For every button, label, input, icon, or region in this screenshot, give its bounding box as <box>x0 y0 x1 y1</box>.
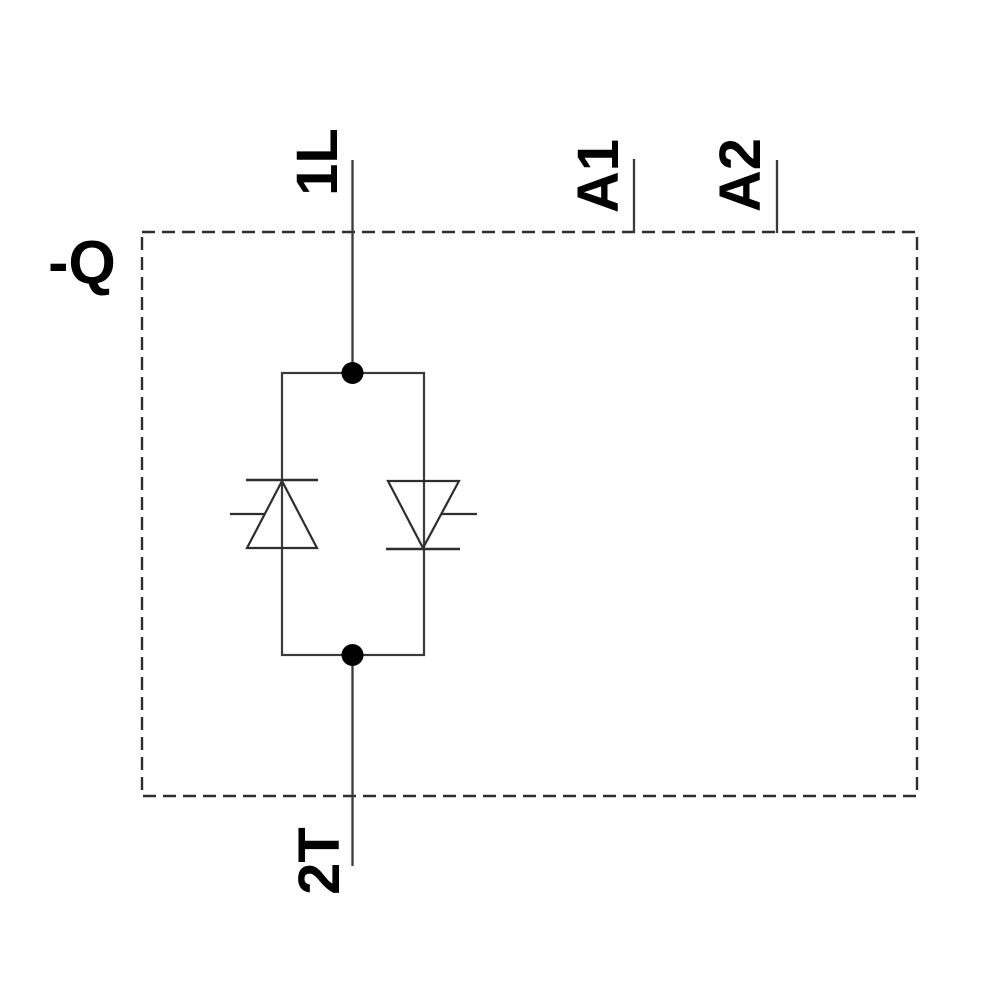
junction-dot-bottom <box>341 644 364 666</box>
terminal-label-a1: A1 <box>566 138 631 214</box>
thyristor-down-triangle <box>386 479 461 551</box>
terminal-label-1l: 1L <box>285 128 350 196</box>
thyristor-down-icon <box>386 479 477 551</box>
branch-loop <box>280 371 426 657</box>
thyristor-up-icon <box>230 478 319 550</box>
terminal-label-2t: 2T <box>287 827 352 895</box>
junction-dot-top <box>341 362 364 384</box>
dashed-enclosure-border <box>140 230 919 798</box>
terminal-label-a2: A2 <box>708 137 773 213</box>
device-designation-label: -Q <box>48 228 116 297</box>
